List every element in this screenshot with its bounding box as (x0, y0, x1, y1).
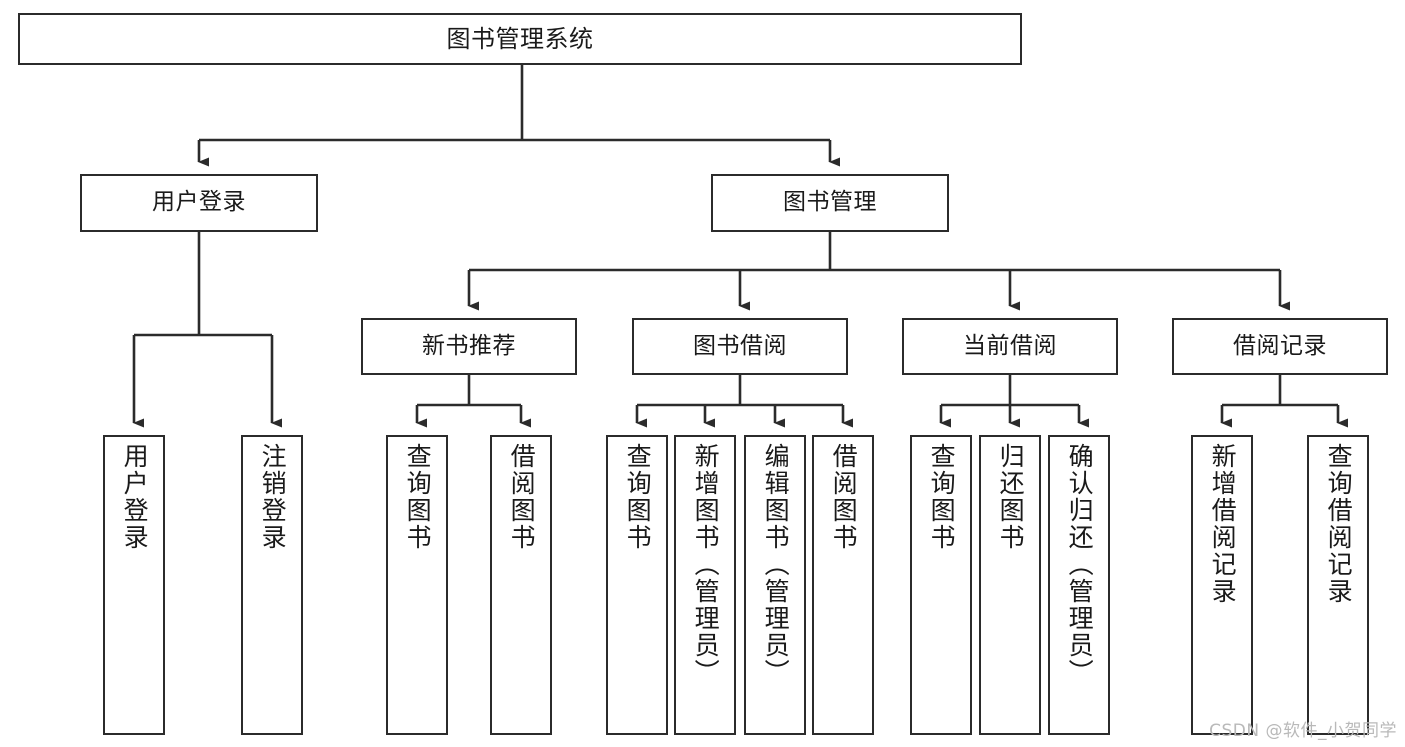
node-new-book-recommend[interactable]: 新书推荐 (361, 318, 577, 375)
node-label: 用户登录 (152, 189, 246, 216)
node-label: 借阅图书 (507, 443, 537, 551)
node-label: 归还图书 (996, 443, 1026, 551)
node-label: 确认归还（管理员） (1065, 443, 1095, 686)
node-leaf-query-book-2[interactable]: 查询图书 (606, 435, 668, 735)
node-leaf-borrow-book-1[interactable]: 借阅图书 (490, 435, 552, 735)
node-label: 查询图书 (927, 443, 957, 551)
node-leaf-edit-book[interactable]: 编辑图书（管理员） (744, 435, 806, 735)
node-label: 新增图书（管理员） (691, 443, 721, 686)
node-label: 借阅图书 (829, 443, 859, 551)
node-label: 借阅记录 (1233, 332, 1327, 359)
node-user-login[interactable]: 用户登录 (80, 174, 318, 232)
node-leaf-logout-login[interactable]: 注销登录 (241, 435, 303, 735)
node-label: 用户登录 (120, 443, 150, 551)
node-leaf-borrow-book-2[interactable]: 借阅图书 (812, 435, 874, 735)
node-leaf-add-record[interactable]: 新增借阅记录 (1191, 435, 1253, 735)
node-label: 查询图书 (403, 443, 433, 551)
node-label: 注销登录 (258, 443, 288, 551)
node-current-borrow[interactable]: 当前借阅 (902, 318, 1118, 375)
node-label: 图书管理系统 (446, 24, 594, 53)
node-book-management[interactable]: 图书管理 (711, 174, 949, 232)
node-label: 新增借阅记录 (1208, 443, 1238, 605)
node-leaf-return-book[interactable]: 归还图书 (979, 435, 1041, 735)
node-label: 编辑图书（管理员） (761, 443, 791, 686)
node-label: 图书借阅 (693, 332, 787, 359)
node-leaf-user-login[interactable]: 用户登录 (103, 435, 165, 735)
node-leaf-query-book-1[interactable]: 查询图书 (386, 435, 448, 735)
node-leaf-confirm-return[interactable]: 确认归还（管理员） (1048, 435, 1110, 735)
node-borrow-record[interactable]: 借阅记录 (1172, 318, 1388, 375)
node-label: 查询借阅记录 (1324, 443, 1354, 605)
node-root-system[interactable]: 图书管理系统 (18, 13, 1022, 65)
node-leaf-query-record[interactable]: 查询借阅记录 (1307, 435, 1369, 735)
node-leaf-query-book-3[interactable]: 查询图书 (910, 435, 972, 735)
node-label: 查询图书 (623, 443, 653, 551)
node-label: 当前借阅 (963, 332, 1057, 359)
node-leaf-add-book[interactable]: 新增图书（管理员） (674, 435, 736, 735)
node-label: 新书推荐 (422, 332, 516, 359)
node-label: 图书管理 (783, 189, 877, 216)
node-book-borrow[interactable]: 图书借阅 (632, 318, 848, 375)
